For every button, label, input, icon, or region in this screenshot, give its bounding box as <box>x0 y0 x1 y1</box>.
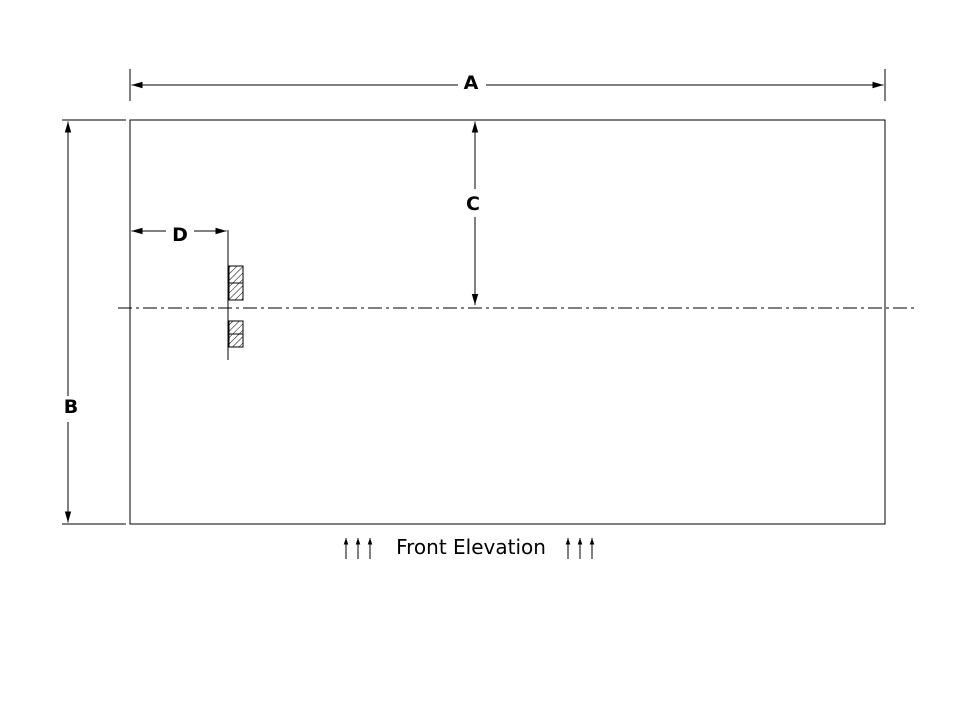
dimension-label-b: B <box>64 396 78 418</box>
caption-arrows-left <box>343 538 373 559</box>
dimension-label-a: A <box>464 72 479 94</box>
dimension-a <box>129 69 886 101</box>
caption-arrows-right <box>565 538 595 559</box>
drawing-caption: Front Elevation <box>396 535 546 559</box>
nozzle-section <box>227 230 244 360</box>
dimension-b <box>62 119 126 525</box>
tank-outline <box>129 119 886 525</box>
dimension-label-d: D <box>172 224 188 246</box>
dimension-label-c: C <box>466 193 480 215</box>
